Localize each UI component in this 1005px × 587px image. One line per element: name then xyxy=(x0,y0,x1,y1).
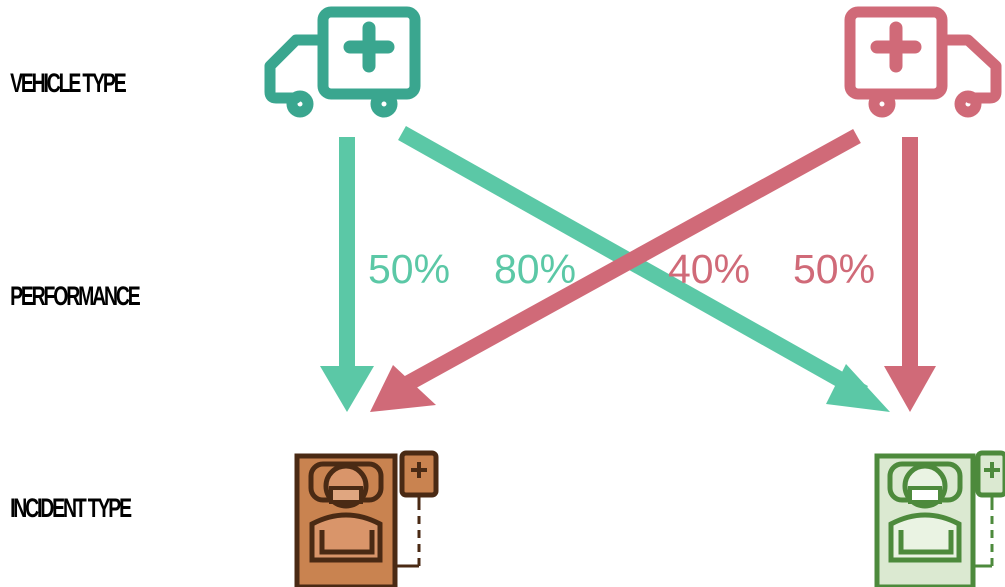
pink-cross-arrowhead xyxy=(370,365,436,412)
teal-cross-percentage: 80% xyxy=(494,246,576,292)
hospital-bed-patient-icon xyxy=(874,450,1005,587)
arrows xyxy=(320,126,936,412)
vehicle-type-label: VEHICLE TYPE xyxy=(10,68,126,98)
hospital-bed-patient-icon xyxy=(294,450,439,587)
teal-cross-arrowhead xyxy=(826,364,890,412)
incident-type-label: INCIDENT TYPE xyxy=(10,493,131,523)
ambulance-icon xyxy=(844,6,1002,118)
pink-straight-percentage: 50% xyxy=(793,246,875,292)
pink-straight-arrowhead xyxy=(884,366,936,412)
teal-straight-percentage: 50% xyxy=(368,246,450,292)
ambulance-icon xyxy=(264,6,421,118)
pink-cross-percentage: 40% xyxy=(668,246,750,292)
pink-cross-arrow xyxy=(392,128,861,398)
teal-straight-arrowhead xyxy=(320,366,374,412)
performance-label: PERFORMANCE xyxy=(10,281,140,311)
